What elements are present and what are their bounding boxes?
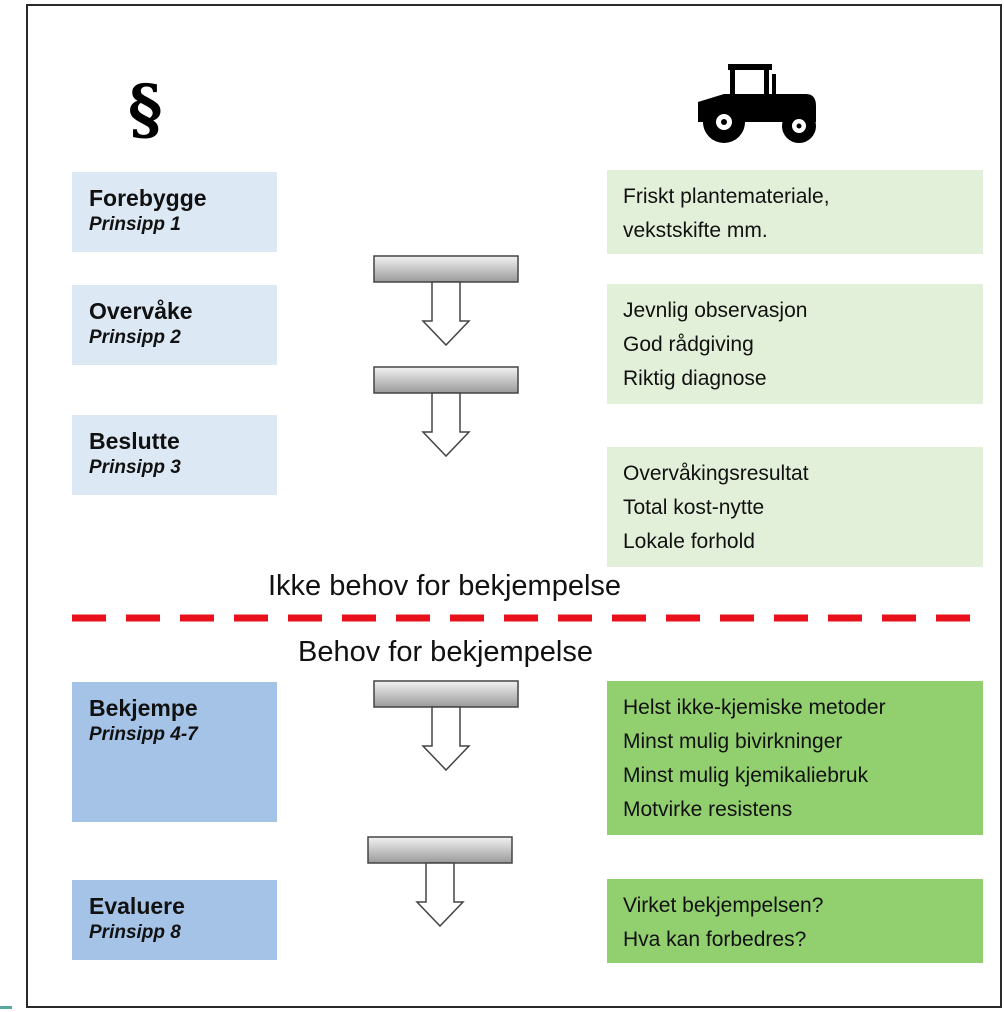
step-principle: Prinsipp 3: [89, 457, 181, 478]
step-forebygge: Forebygge Prinsipp 1: [72, 172, 277, 252]
control-needed-label: Behov for bekjempelse: [298, 636, 593, 668]
practice-line: Lokale forhold: [623, 530, 755, 553]
practice-line: Friskt plantemateriale,: [623, 185, 830, 208]
down-arrow-icon: [373, 255, 519, 347]
practice-line: Virket bekjempelsen?: [623, 894, 824, 917]
threshold-dashed-line: [72, 614, 988, 622]
step-principle: Prinsipp 2: [89, 327, 181, 348]
practice-line: Minst mulig bivirkninger: [623, 730, 843, 753]
practice-line: Minst mulig kjemikaliebruk: [623, 764, 869, 787]
practice-line: Overvåkingsresultat: [623, 462, 809, 485]
practice-line: God rådgiving: [623, 333, 754, 356]
step-title: Bekjempe: [89, 695, 198, 721]
corner-mark: [0, 1006, 12, 1009]
practice-line: vekstskifte mm.: [623, 219, 768, 242]
practice-line: Riktig diagnose: [623, 367, 767, 390]
step-principle: Prinsipp 8: [89, 922, 181, 943]
practice-beslutte: Overvåkingsresultat Total kost-nytte Lok…: [607, 447, 983, 567]
step-evaluere: Evaluere Prinsipp 8: [72, 880, 277, 960]
step-title: Evaluere: [89, 893, 185, 919]
step-overvake: Overvåke Prinsipp 2: [72, 285, 277, 365]
step-bekjempe: Bekjempe Prinsipp 4-7: [72, 682, 277, 822]
practice-evaluere: Virket bekjempelsen? Hva kan forbedres?: [607, 879, 983, 963]
step-principle: Prinsipp 4-7: [89, 724, 198, 745]
practice-line: Jevnlig observasjon: [623, 299, 808, 322]
practice-line: Total kost-nytte: [623, 496, 765, 519]
step-title: Overvåke: [89, 298, 193, 324]
practice-line: Hva kan forbedres?: [623, 928, 807, 951]
step-principle: Prinsipp 1: [89, 214, 181, 235]
step-beslutte: Beslutte Prinsipp 3: [72, 415, 277, 495]
section-sign-icon: §: [128, 70, 163, 148]
step-title: Forebygge: [89, 185, 207, 211]
practice-line: Motvirke resistens: [623, 798, 793, 821]
practice-forebygge: Friskt plantemateriale, vekstskifte mm.: [607, 170, 983, 254]
down-arrow-icon: [373, 680, 519, 772]
practice-bekjempe: Helst ikke-kjemiske metoder Minst mulig …: [607, 681, 983, 835]
tractor-icon: [698, 64, 816, 143]
practice-overvake: Jevnlig observasjon God rådgiving Riktig…: [607, 284, 983, 404]
no-control-needed-label: Ikke behov for bekjempelse: [268, 570, 622, 602]
down-arrow-icon: [367, 836, 513, 928]
step-title: Beslutte: [89, 428, 180, 454]
practice-line: Helst ikke-kjemiske metoder: [623, 696, 886, 719]
down-arrow-icon: [373, 366, 519, 458]
